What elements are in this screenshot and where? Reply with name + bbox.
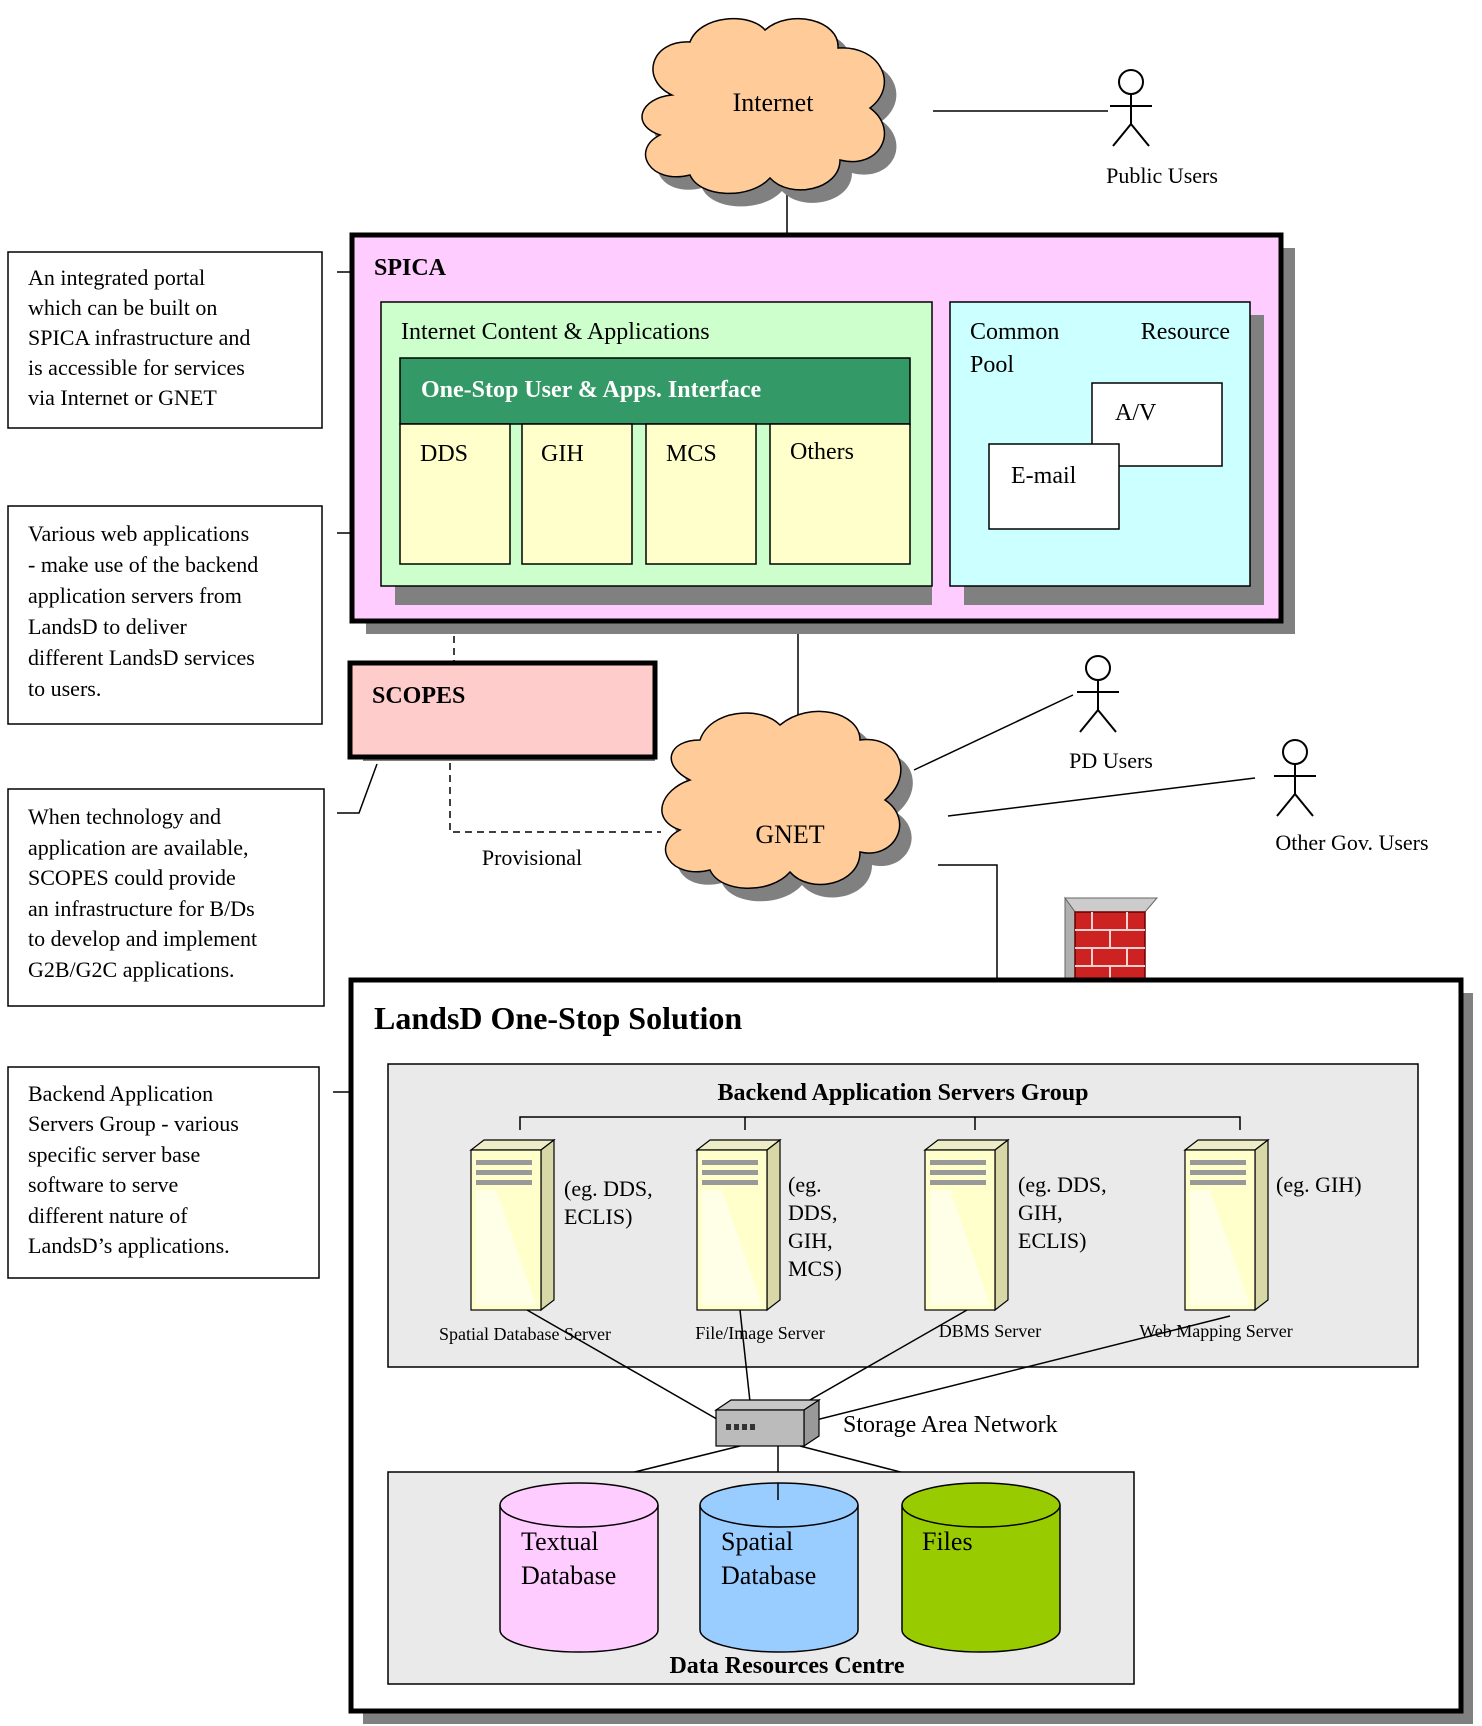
server-name-dbms: DBMS Server (939, 1321, 1042, 1341)
server-notes: (eg. DDS, ECLIS) (eg. DDS, GIH, MCS) (eg… (564, 1172, 1362, 1281)
note-web-apps-line-6: to users. (28, 676, 101, 701)
note-backend-line-6: LandsD’s applications. (28, 1233, 230, 1258)
public-users-label: Public Users (1106, 163, 1218, 188)
app-label-gih: GIH (541, 441, 584, 467)
server-note-spatial-2: ECLIS) (564, 1204, 632, 1229)
note-portal-line-2: which can be built on (28, 295, 217, 320)
server-names: Spatial Database Server File/Image Serve… (439, 1321, 1293, 1344)
san-label: Storage Area Network (843, 1412, 1058, 1438)
email-box (988, 443, 1120, 530)
note-scopes-line-2: application are available, (28, 835, 249, 860)
note-scopes-line-4: an infrastructure for B/Ds (28, 896, 255, 921)
textual-db-line1: Textual (521, 1527, 599, 1556)
spica-title: SPICA (374, 255, 447, 281)
landsd-title: LandsD One-Stop Solution (374, 1000, 742, 1036)
files-label: Files (922, 1527, 973, 1556)
email-label: E-mail (1011, 463, 1077, 489)
av-label: A/V (1115, 400, 1157, 426)
note-backend-line-3: specific server base (28, 1142, 200, 1167)
scopes-box: SCOPES (347, 660, 658, 761)
note-portal-line-5: via Internet or GNET (28, 385, 217, 410)
note-web-apps-line-2: - make use of the backend (28, 552, 258, 577)
storage-network-switch-icon (714, 1398, 821, 1448)
note-web-apps: Various web applications - make use of t… (7, 505, 323, 725)
server-note-spatial-1: (eg. DDS, (564, 1176, 653, 1201)
app-label-dds: DDS (420, 441, 468, 467)
note-backend-line-1: Backend Application (28, 1081, 213, 1106)
internet-cloud: Internet (641, 17, 897, 207)
other-gov-user-icon (1274, 739, 1316, 817)
server-note-file-1: (eg. (788, 1172, 822, 1197)
public-user-icon (1110, 69, 1152, 147)
note-web-apps-line-4: LandsD to deliver (28, 614, 188, 639)
onestop-bar-label: One-Stop User & Apps. Interface (421, 377, 762, 403)
pool-label-resource: Resource (1141, 319, 1230, 345)
app-column-dds (399, 423, 511, 565)
server-note-file-3: GIH, (788, 1228, 833, 1253)
server-icon-dbms (923, 1138, 1010, 1312)
note-scopes-line-1: When technology and (28, 804, 221, 829)
server-name-web: Web Mapping Server (1139, 1321, 1293, 1341)
note-scopes: When technology and application are avai… (7, 788, 325, 1007)
other-gov-users-label: Other Gov. Users (1275, 830, 1428, 855)
note-scopes-line-3: SCOPES could provide (28, 865, 236, 890)
note-portal: An integrated portal which can be built … (7, 251, 323, 429)
server-name-spatial: Spatial Database Server (439, 1324, 611, 1344)
files-storage-icon: Files (901, 1482, 1061, 1653)
scopes-label: SCOPES (372, 683, 465, 709)
internet-content-title: Internet Content & Applications (401, 319, 710, 345)
server-icon-web-mapping (1183, 1138, 1270, 1312)
app-column-mcs (645, 423, 757, 565)
note-web-apps-line-1: Various web applications (28, 521, 249, 546)
onestop-interface: One-Stop User & Apps. Interface (399, 357, 911, 425)
server-note-dbms-1: (eg. DDS, (1018, 1172, 1107, 1197)
server-note-web-1: (eg. GIH) (1276, 1172, 1362, 1197)
textual-db-line2: Database (521, 1561, 616, 1590)
gnet-cloud: GNET (661, 710, 913, 902)
note-backend: Backend Application Servers Group - vari… (7, 1066, 320, 1279)
spatial-db-line2: Database (721, 1561, 816, 1590)
pool-label-common: Common (970, 319, 1059, 345)
gnet-label: GNET (755, 820, 824, 849)
app-column-gih (521, 423, 633, 565)
app-columns: DDS GIH MCS Others (399, 423, 911, 565)
server-bus-line (519, 1116, 1241, 1130)
note-web-apps-line-3: application servers from (28, 583, 242, 608)
app-label-mcs: MCS (666, 441, 717, 467)
note-backend-line-5: different nature of (28, 1203, 188, 1228)
spatial-database-icon: Spatial Database (699, 1482, 859, 1653)
note-backend-line-4: software to serve (28, 1172, 178, 1197)
app-label-others: Others (790, 439, 854, 465)
pd-users-label: PD Users (1069, 748, 1153, 773)
server-icon-file-image (695, 1138, 782, 1312)
app-column-others (769, 423, 911, 565)
note-portal-line-4: is accessible for services (28, 355, 245, 380)
pool-label-pool: Pool (970, 352, 1014, 378)
server-note-file-4: MCS) (788, 1256, 842, 1281)
server-note-dbms-2: GIH, (1018, 1200, 1063, 1225)
pd-user-icon (1077, 655, 1119, 733)
spatial-db-line1: Spatial (721, 1527, 793, 1556)
note-scopes-line-6: G2B/G2C applications. (28, 957, 235, 982)
common-resource-pool: Common Resource Pool A/V E-mail (949, 301, 1264, 605)
note-portal-line-1: An integrated portal (28, 265, 205, 290)
note-backend-line-2: Servers Group - various (28, 1111, 239, 1136)
drc-title: Data Resources Centre (669, 1653, 904, 1679)
server-note-file-2: DDS, (788, 1200, 838, 1225)
note-portal-line-3: SPICA infrastructure and (28, 325, 250, 350)
internet-label: Internet (733, 88, 815, 117)
server-name-file: File/Image Server (695, 1323, 824, 1343)
note-web-apps-line-5: different LandsD services (28, 645, 255, 670)
server-icon-spatial (469, 1138, 556, 1312)
provisional-label: Provisional (482, 845, 582, 870)
note-scopes-line-5: to develop and implement (28, 926, 257, 951)
textual-database-icon: Textual Database (499, 1482, 659, 1653)
backend-group-title: Backend Application Servers Group (718, 1080, 1089, 1106)
server-note-dbms-3: ECLIS) (1018, 1228, 1086, 1253)
